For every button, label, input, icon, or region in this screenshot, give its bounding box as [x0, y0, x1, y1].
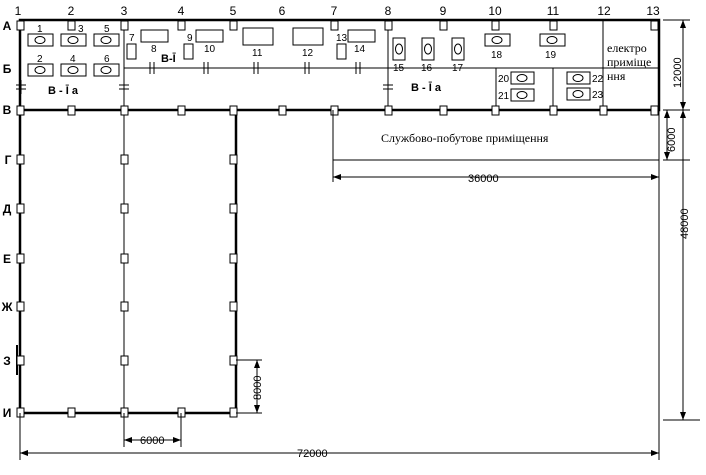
dim-72000: 72000 — [297, 448, 328, 460]
service-room-label: Службово-побутове приміщення — [381, 131, 549, 145]
row-label: Ж — [1, 300, 13, 314]
cable-markers — [16, 62, 393, 94]
equip-label: 9 — [187, 33, 193, 44]
row-label: И — [3, 406, 12, 420]
equip-label: 20 — [498, 74, 510, 85]
equip-label: 5 — [104, 24, 110, 35]
equip-label: 10 — [204, 44, 216, 55]
dim-12000: 12000 — [672, 57, 684, 88]
building-outline — [16, 18, 661, 415]
column-axis-labels: 1 2 3 4 5 6 7 8 9 10 11 12 13 — [15, 4, 660, 18]
zone-label-left: В - Ī a — [48, 85, 79, 97]
col-label: 11 — [547, 4, 560, 18]
col-label: 1 — [15, 4, 22, 18]
equip-label: 14 — [354, 44, 366, 55]
equip-label: 15 — [393, 63, 405, 74]
col-label: 3 — [121, 4, 128, 18]
equip-label: 11 — [252, 48, 263, 59]
dim-6000-horizontal: 6000 — [140, 435, 164, 447]
row-axis-labels: А Б В Г Д Е Ж З И — [1, 19, 13, 420]
dim-8000: 8000 — [252, 376, 264, 400]
col-label: 8 — [385, 4, 392, 18]
equip-label: 18 — [491, 50, 503, 61]
equipment-symbols — [27, 27, 591, 102]
equip-label: 3 — [78, 24, 84, 35]
equip-label: 7 — [129, 33, 135, 44]
row-label: З — [3, 354, 11, 368]
col-label: 6 — [279, 4, 286, 18]
electro-room-label-3: ння — [607, 69, 626, 83]
col-label: 12 — [597, 4, 611, 18]
col-label: 4 — [178, 4, 185, 18]
col-label: 5 — [230, 4, 237, 18]
dim-48000: 48000 — [679, 208, 691, 239]
equipment-number-labels: 1 2 3 4 5 6 7 8 9 10 11 12 13 14 15 16 1… — [37, 24, 604, 102]
equip-label: 21 — [498, 91, 510, 102]
equip-label: 12 — [302, 48, 314, 59]
col-label: 10 — [488, 4, 502, 18]
equip-label: 19 — [545, 50, 557, 61]
equip-label: 4 — [70, 54, 76, 65]
dim-36000: 36000 — [468, 173, 499, 185]
row-label: А — [3, 19, 12, 33]
equip-label: 23 — [592, 90, 604, 101]
equip-label: 16 — [421, 63, 433, 74]
equip-label: 2 — [37, 54, 43, 65]
col-label: 7 — [331, 4, 338, 18]
row-label: Б — [3, 62, 12, 76]
col-label: 2 — [68, 4, 75, 18]
dimension-lines — [19, 19, 700, 460]
equip-label: 22 — [592, 74, 604, 85]
equip-label: 17 — [452, 63, 464, 74]
row-label: В — [3, 103, 12, 117]
equip-label: 1 — [37, 24, 43, 35]
grid-column-squares — [16, 20, 659, 418]
zone-label-middle: В-Ī — [161, 53, 177, 65]
electro-room-label-2: приміще — [607, 55, 651, 69]
col-label: 13 — [646, 4, 660, 18]
equip-label: 13 — [336, 33, 348, 44]
row-label: Д — [3, 202, 12, 216]
equip-label: 8 — [151, 44, 157, 55]
row-label: Г — [5, 153, 12, 167]
equip-label: 6 — [104, 54, 110, 65]
electro-room-label-1: електро — [607, 41, 647, 55]
row-label: Е — [3, 252, 11, 266]
zone-label-right: В - Ī a — [411, 82, 442, 94]
dim-6000-vertical: 6000 — [666, 128, 678, 152]
col-label: 9 — [440, 4, 447, 18]
